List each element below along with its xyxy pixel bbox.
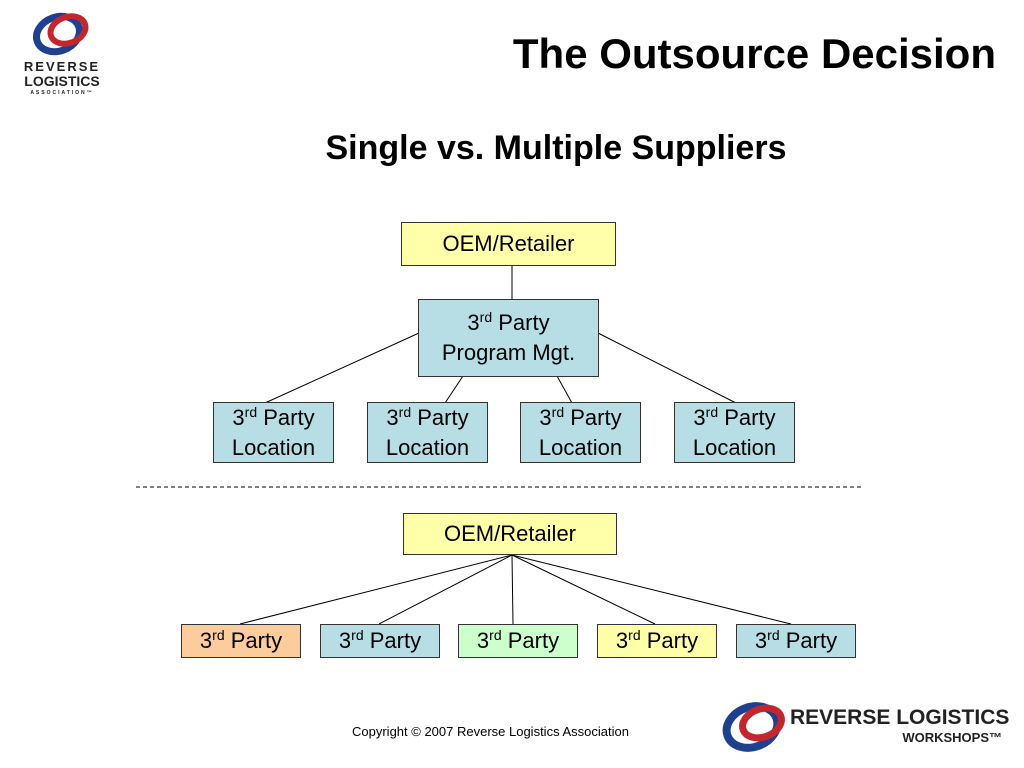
location-num: 3: [693, 404, 706, 430]
copyright-text: Copyright © 2007 Reverse Logistics Assoc…: [352, 724, 629, 739]
program-mgt-num: 3: [467, 310, 480, 335]
third-party-num: 3: [615, 628, 629, 653]
third-party-num: 3: [754, 628, 768, 653]
location-box: 3rd Party Location: [520, 402, 641, 463]
third-party-label: Party: [363, 628, 422, 653]
third-party-num: 3: [338, 628, 352, 653]
third-party-sup: rd: [489, 627, 502, 643]
third-party-sup: rd: [767, 627, 780, 643]
slide-subtitle: Single vs. Multiple Suppliers: [325, 129, 787, 167]
third-party-sup: rd: [628, 627, 641, 643]
location-label: Location: [692, 434, 777, 460]
location-party: Party: [718, 404, 776, 430]
location-party: Party: [411, 404, 469, 430]
location-label: Location: [385, 434, 470, 460]
third-party-label: Party: [501, 628, 560, 653]
location-label: Location: [231, 434, 316, 460]
location-sup: rd: [705, 403, 719, 420]
third-party-box: 3rd Party: [181, 624, 301, 658]
location-box: 3rd Party Location: [367, 402, 488, 463]
oem-retailer-label-bottom: OEM/Retailer: [443, 521, 577, 546]
location-sup: rd: [244, 403, 258, 420]
connector-root-party-2: [378, 554, 513, 625]
oem-retailer-box-bottom: OEM/Retailer: [403, 513, 617, 555]
connector-manager-location-1: [264, 332, 420, 404]
third-party-label: Party: [779, 628, 838, 653]
third-party-num: 3: [199, 628, 213, 653]
oem-retailer-label-top: OEM/Retailer: [442, 231, 575, 256]
third-party-box: 3rd Party: [458, 624, 578, 658]
location-party: Party: [257, 404, 315, 430]
program-mgt-box: 3rd Party Program Mgt.: [418, 299, 599, 377]
logo-text-logistics: LOGISTICS: [24, 73, 100, 89]
slide-title: The Outsource Decision: [512, 30, 996, 77]
location-sup: rd: [551, 403, 565, 420]
third-party-box: 3rd Party: [320, 624, 440, 658]
connector-manager-location-3: [556, 375, 573, 404]
location-label: Location: [538, 434, 623, 460]
oem-retailer-box-top: OEM/Retailer: [401, 222, 616, 266]
rlw-logo: REVERSE LOGISTICS WORKSHOPS™: [720, 694, 1016, 756]
program-mgt-label: Program Mgt.: [441, 340, 576, 365]
location-party: Party: [564, 404, 622, 430]
connector-root-party-3: [511, 554, 514, 625]
third-party-label: Party: [640, 628, 699, 653]
third-party-num: 3: [476, 628, 490, 653]
location-num: 3: [539, 404, 552, 430]
third-party-sup: rd: [351, 627, 364, 643]
program-mgt-party: Party: [492, 310, 550, 335]
connector-root-party-1: [239, 554, 513, 625]
location-sup: rd: [398, 403, 412, 420]
rla-swirl-icon: [33, 12, 89, 56]
program-mgt-sup: rd: [479, 309, 493, 325]
connector-manager-location-2: [444, 375, 464, 404]
connector-root-party-5: [511, 554, 792, 625]
location-box: 3rd Party Location: [213, 402, 334, 463]
third-party-label: Party: [224, 628, 283, 653]
location-num: 3: [232, 404, 245, 430]
connector-root-party-4: [511, 554, 656, 625]
logo-text-association: ASSOCIATION™: [30, 90, 94, 96]
third-party-box: 3rd Party: [597, 624, 717, 658]
location-box: 3rd Party Location: [674, 402, 795, 463]
third-party-box: 3rd Party: [736, 624, 856, 658]
rla-logo: REVERSE LOGISTICS ASSOCIATION™: [12, 8, 112, 100]
connector-manager-location-4: [597, 332, 737, 404]
third-party-sup: rd: [212, 627, 225, 643]
logo-text-reverse: REVERSE: [23, 59, 101, 74]
rlw-swirl-icon: [722, 702, 785, 752]
logo-text-reverse-logistics: REVERSE LOGISTICS: [790, 706, 1010, 729]
logo-text-workshops: WORKSHOPS™: [902, 730, 1002, 745]
location-num: 3: [386, 404, 399, 430]
